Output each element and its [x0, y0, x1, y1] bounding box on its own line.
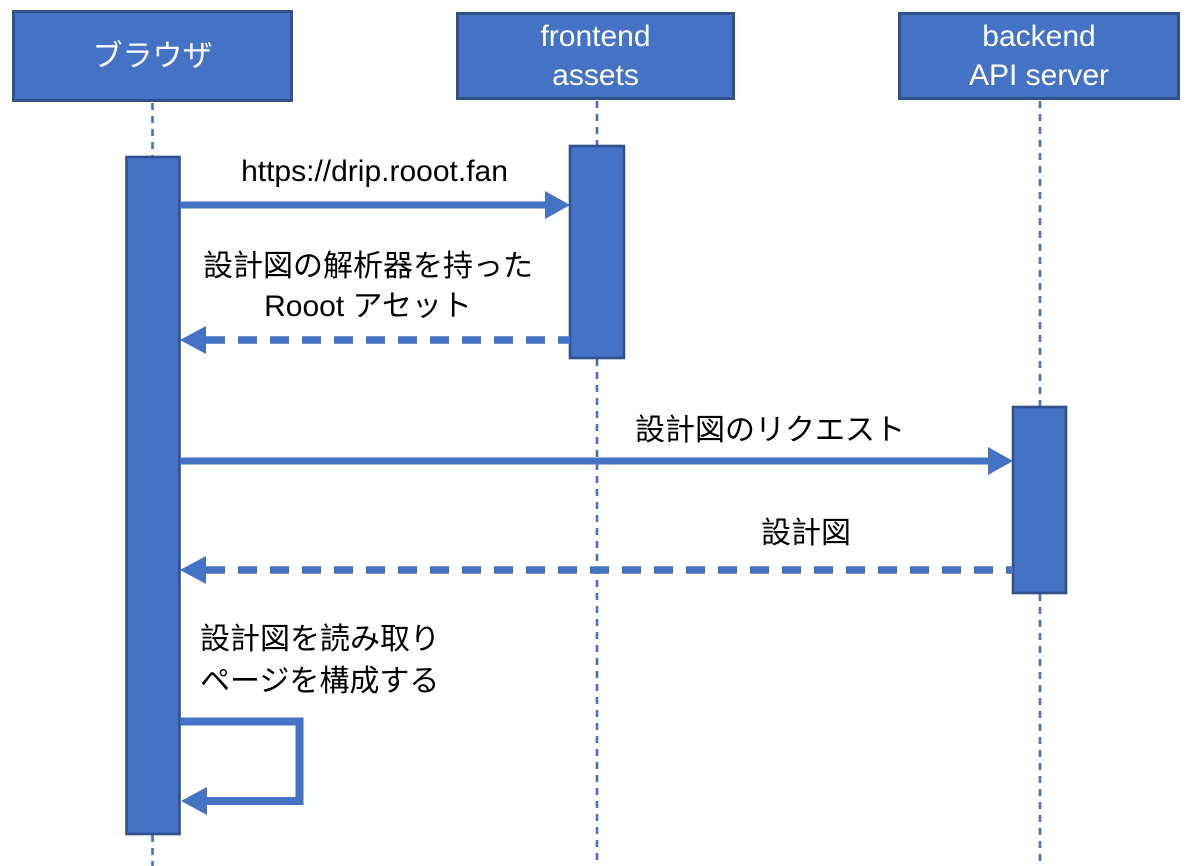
participant-box-frontend-assets: frontend assets	[456, 12, 735, 100]
message-label-rooot-asset: 設計図の解析器を持った Rooot アセット	[168, 247, 568, 327]
participant-box-backend-api-server: backend API server	[898, 12, 1180, 100]
activation-bar-browser	[125, 155, 181, 836]
message-label-line2: Rooot アセット	[264, 290, 472, 323]
message-label-url: https://drip.rooot.fan	[241, 155, 508, 188]
arrow-return-blueprint	[180, 556, 1013, 584]
activation-bar-frontend-assets	[568, 144, 626, 360]
participant-label: ブラウザ	[92, 39, 213, 73]
participant-label-line2: assets	[552, 59, 639, 92]
participant-label-line1: frontend	[540, 20, 651, 53]
message-label-build-page: 設計図を読み取り ページを構成する	[200, 619, 440, 703]
participant-label-line1: backend	[982, 20, 1096, 53]
message-label-line1: 設計図を読み取り	[200, 623, 440, 656]
message-label-line1: 設計図の解析器を持った	[203, 250, 533, 283]
arrow-request-backend	[180, 447, 1013, 475]
message-label-line2: ページを構成する	[200, 665, 440, 698]
arrow-return-assets	[180, 326, 570, 354]
message-label-blueprint-request: 設計図のリクエスト	[635, 414, 905, 447]
message-label-blueprint: 設計図	[761, 517, 851, 550]
participant-box-browser: ブラウザ	[12, 10, 293, 102]
arrow-request-frontend	[180, 191, 570, 219]
participant-label-line2: API server	[968, 59, 1110, 92]
activation-bar-backend-api-server	[1011, 405, 1068, 595]
arrow-self-loop-browser	[180, 717, 304, 815]
